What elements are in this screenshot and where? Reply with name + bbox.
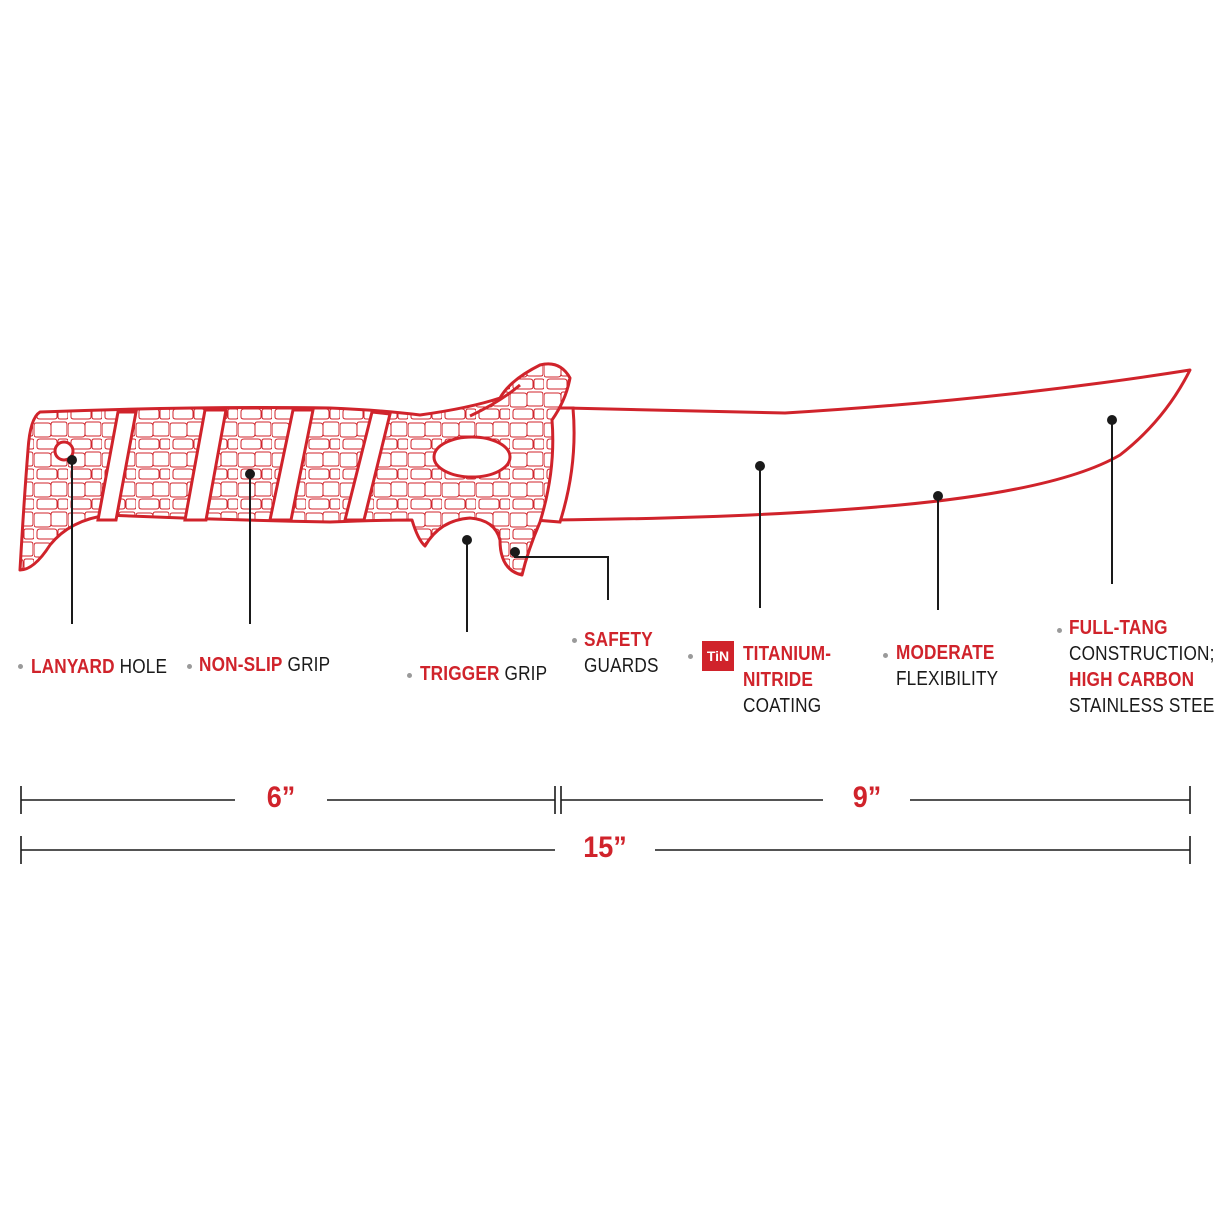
callout-lines (71, 420, 1113, 632)
grip-band-4 (343, 410, 392, 522)
lanyard-red-text: LANYARD (31, 656, 115, 678)
finger-hole (432, 435, 512, 479)
safety-dot (510, 547, 520, 557)
moderate-red-text: MODERATE (896, 642, 995, 664)
fulltang-dot (1107, 415, 1117, 425)
grip-band-3 (268, 408, 315, 522)
fulltang-bullet (1057, 628, 1062, 633)
safety-line2-text: GUARDS (584, 655, 659, 677)
trigger-dot (462, 535, 472, 545)
titanium-nitride-label: TITANIUM- NITRIDE COATING (743, 641, 831, 719)
dim-total-label: 15” (583, 831, 627, 864)
lanyard-hole-label: LANYARD HOLE (31, 654, 167, 680)
trigger-red-text: TRIGGER (420, 663, 500, 685)
moderate-dot (933, 491, 943, 501)
moderate-line2-text: FLEXIBILITY (896, 668, 999, 690)
fulltang-line2-text: CONSTRUCTION; (1069, 643, 1214, 665)
thumb-guard (469, 383, 521, 418)
grip-band-1 (96, 410, 138, 522)
safety-bullet (572, 638, 577, 643)
nonslip-rest-text: GRIP (282, 654, 331, 676)
lanyard-rest-text: HOLE (114, 656, 168, 678)
dim-handle-label: 6” (266, 781, 296, 814)
titanium-line3-text: COATING (743, 695, 822, 717)
fulltang-red-text-1: FULL-TANG (1069, 617, 1168, 639)
safety-guards-label: SAFETY GUARDS (584, 627, 659, 679)
full-tang-label: FULL-TANG CONSTRUCTION; HIGH CARBON STAI… (1069, 615, 1214, 719)
fulltang-line4-text: STAINLESS STEEL (1069, 695, 1214, 717)
titanium-red-text-2: NITRIDE (743, 669, 814, 691)
callout-dots (67, 415, 1117, 557)
nonslip-bullet (187, 664, 192, 669)
lanyard-hole (53, 440, 75, 462)
trigger-grip-label: TRIGGER GRIP (420, 661, 547, 687)
titanium-dot (755, 461, 765, 471)
titanium-bullet (688, 654, 693, 659)
trigger-rest-text: GRIP (499, 663, 548, 685)
tin-badge: TiN (702, 641, 734, 671)
nonslip-dot (245, 469, 255, 479)
safety-red-text: SAFETY (584, 629, 653, 651)
trigger-bullet (407, 673, 412, 678)
nonslip-grip-label: NON-SLIP GRIP (199, 652, 330, 678)
titanium-red-text-1: TITANIUM- (743, 643, 832, 665)
blade (550, 368, 1192, 522)
dim-blade-label: 9” (852, 781, 882, 814)
fulltang-red-text-3: HIGH CARBON (1069, 669, 1195, 691)
lanyard-bullet (18, 664, 23, 669)
dimension-lines (20, 786, 1191, 864)
moderate-bullet (883, 653, 888, 658)
lanyard-dot (67, 455, 77, 465)
safety-callout-line (514, 552, 609, 600)
moderate-flexibility-label: MODERATE FLEXIBILITY (896, 640, 998, 692)
grip-band-2 (183, 408, 228, 522)
nonslip-red-text: NON-SLIP (199, 654, 283, 676)
